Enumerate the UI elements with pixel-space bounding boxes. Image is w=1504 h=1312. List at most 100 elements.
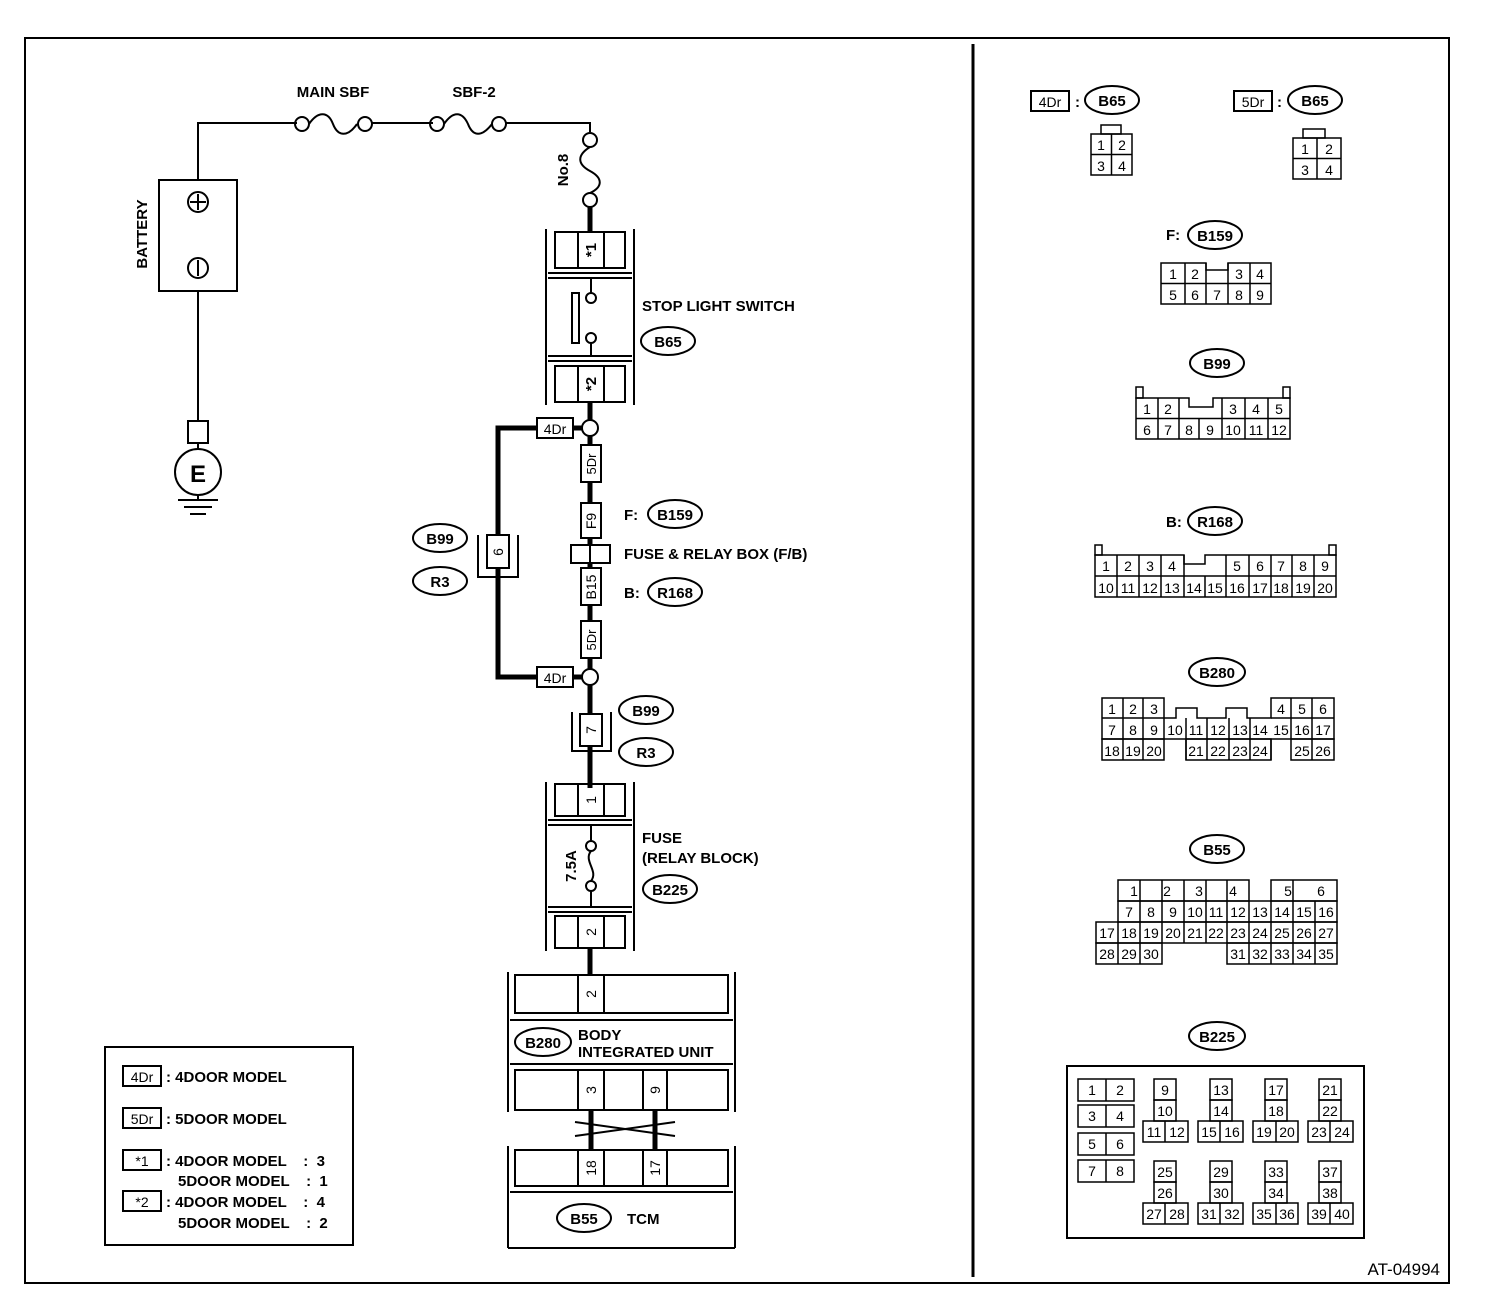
svg-text:35: 35 (1318, 946, 1334, 962)
legend-s2-line1: : 4DOOR MODEL : 4 (166, 1194, 326, 1211)
svg-text:30: 30 (1213, 1185, 1229, 1201)
battery-label: BATTERY (134, 199, 151, 268)
svg-text:B:: B: (1166, 514, 1182, 531)
svg-text:23: 23 (1311, 1124, 1327, 1140)
tag-5dr-bottom: 5Dr (580, 620, 602, 659)
b-prefix: B: (624, 585, 640, 602)
svg-text:19: 19 (1125, 743, 1141, 759)
svg-text:19: 19 (1256, 1124, 1272, 1140)
legend-5dr-text: : 5DOOR MODEL (166, 1111, 287, 1128)
branch-connector-r3: R3 (412, 566, 468, 596)
svg-text:B65: B65 (654, 334, 682, 351)
svg-text:1: 1 (1108, 701, 1116, 717)
svg-text:5: 5 (1284, 883, 1292, 899)
svg-text:5: 5 (1088, 1136, 1096, 1152)
svg-text:4: 4 (1168, 558, 1176, 574)
svg-text:2: 2 (1191, 266, 1199, 282)
svg-text:40: 40 (1334, 1206, 1350, 1222)
svg-text:13: 13 (1164, 580, 1180, 596)
lower-connector-r3: R3 (618, 737, 674, 767)
svg-text:B65: B65 (1098, 93, 1126, 110)
svg-text:11: 11 (1147, 1124, 1162, 1140)
svg-text:26: 26 (1315, 743, 1331, 759)
svg-text:3: 3 (1195, 883, 1203, 899)
svg-text:24: 24 (1334, 1124, 1350, 1140)
svg-text:28: 28 (1099, 946, 1115, 962)
circuit: MAIN SBF SBF-2 No.8 BATTERY E *1 (134, 84, 807, 1249)
pin-9: 9 (647, 1086, 663, 1094)
svg-text:3: 3 (1235, 266, 1243, 282)
svg-text:10: 10 (1225, 422, 1241, 438)
svg-text:R168: R168 (657, 585, 693, 602)
f-prefix: F: (624, 507, 638, 524)
svg-text:9: 9 (1169, 904, 1177, 920)
svg-text:20: 20 (1165, 925, 1181, 941)
svg-text:9: 9 (1150, 722, 1158, 738)
svg-text:4Dr: 4Dr (544, 421, 567, 437)
diagram-frame (24, 37, 1450, 1284)
lower-connector-b99: B99 (618, 695, 674, 725)
svg-text:B225: B225 (1199, 1029, 1235, 1046)
svg-text:1: 1 (1097, 137, 1105, 153)
tcm-connector-b55: B55 (556, 1203, 612, 1233)
svg-text:4: 4 (1118, 158, 1126, 174)
svg-text:27: 27 (1146, 1206, 1162, 1222)
tag-4dr-top: 4Dr (536, 417, 574, 439)
tcm-label: TCM (627, 1211, 660, 1228)
svg-text:37: 37 (1322, 1164, 1338, 1180)
pin-6: 6 (490, 548, 506, 556)
svg-text::: : (1075, 94, 1080, 111)
svg-text:4: 4 (1116, 1108, 1124, 1124)
svg-text:B55: B55 (1203, 842, 1231, 859)
svg-text:23: 23 (1232, 743, 1248, 759)
svg-text:4: 4 (1325, 162, 1333, 178)
svg-text:11: 11 (1121, 580, 1136, 596)
svg-text:3: 3 (1150, 701, 1158, 717)
svg-text:7: 7 (1213, 287, 1221, 303)
biu-connector-b280: B280 (514, 1027, 572, 1057)
drawing-id: AT-04994 (1368, 1260, 1440, 1279)
fuse-connector-b225: B225 (642, 874, 698, 904)
svg-text:4: 4 (1229, 883, 1237, 899)
svg-text:15: 15 (1207, 580, 1223, 596)
pin-f9: F9 (583, 513, 599, 530)
svg-text:34: 34 (1296, 946, 1312, 962)
svg-text:29: 29 (1121, 946, 1137, 962)
svg-text:7: 7 (1108, 722, 1116, 738)
svg-text:3: 3 (1146, 558, 1154, 574)
svg-text:B99: B99 (1203, 356, 1231, 373)
relay-block-label: (RELAY BLOCK) (642, 850, 759, 867)
svg-text:2: 2 (1129, 701, 1137, 717)
svg-text:16: 16 (1318, 904, 1334, 920)
pin-star1: *1 (583, 243, 600, 257)
svg-text:6: 6 (1319, 701, 1327, 717)
svg-text:3: 3 (1088, 1108, 1096, 1124)
svg-text:11: 11 (1249, 422, 1264, 438)
svg-text:B280: B280 (525, 1035, 561, 1052)
svg-text:10: 10 (1187, 904, 1203, 920)
svg-text:25: 25 (1157, 1164, 1173, 1180)
svg-text:20: 20 (1279, 1124, 1295, 1140)
svg-text:3: 3 (1097, 158, 1105, 174)
legend-s2-line2: 5DOOR MODEL : 2 (178, 1215, 328, 1232)
svg-text:35: 35 (1256, 1206, 1272, 1222)
fb-connector-r168: R168 (647, 577, 703, 607)
legend-4dr-text: : 4DOOR MODEL (166, 1069, 287, 1086)
svg-text:13: 13 (1252, 904, 1268, 920)
svg-text:16: 16 (1294, 722, 1310, 738)
svg-text:20: 20 (1146, 743, 1162, 759)
svg-text:6: 6 (1256, 558, 1264, 574)
svg-text:F:: F: (1166, 227, 1180, 244)
svg-text:17: 17 (1252, 580, 1268, 596)
svg-text:19: 19 (1295, 580, 1311, 596)
svg-text:21: 21 (1187, 925, 1203, 941)
svg-text:B159: B159 (657, 507, 693, 524)
svg-text:15: 15 (1201, 1124, 1217, 1140)
svg-text:6: 6 (1317, 883, 1325, 899)
